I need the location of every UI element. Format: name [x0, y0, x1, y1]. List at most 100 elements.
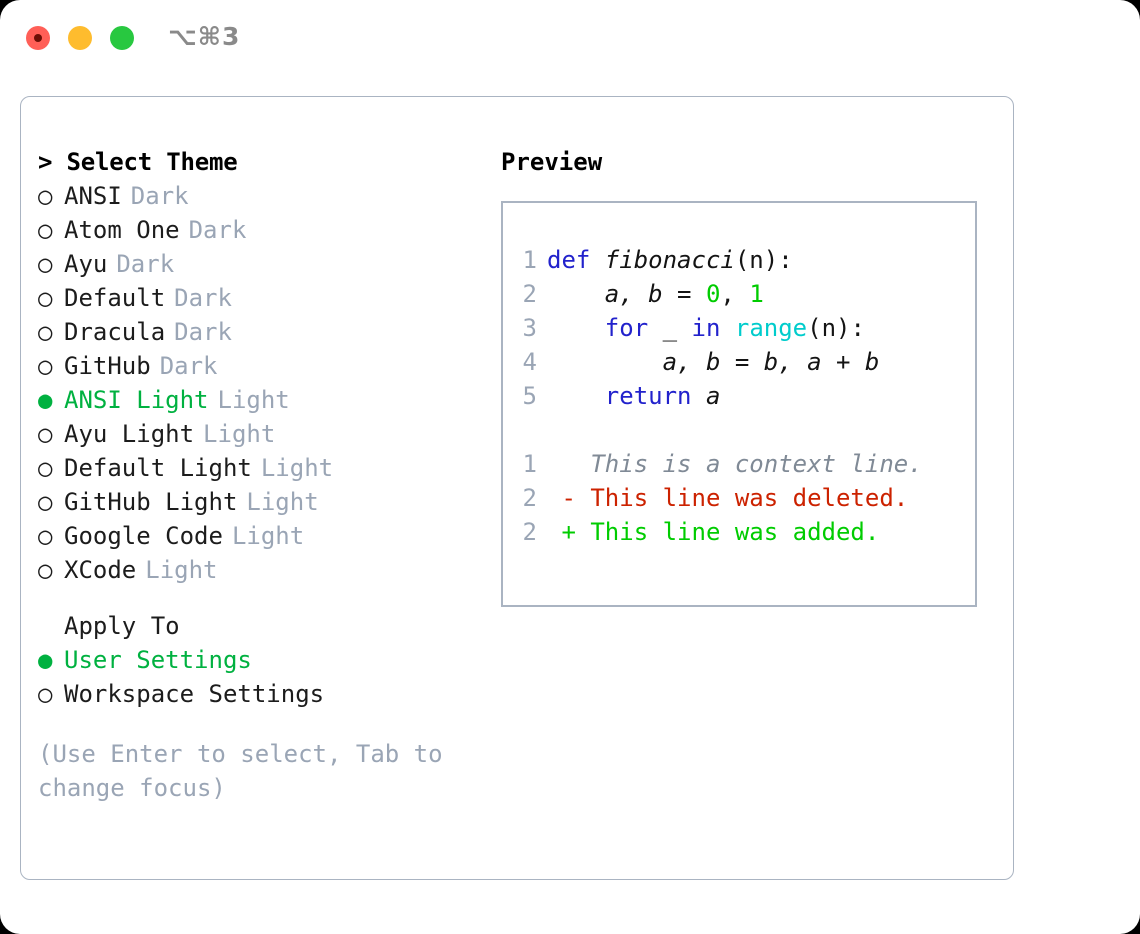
theme-name-label: Dracula — [64, 318, 166, 346]
diff-line: 2 + This line was added. — [503, 515, 975, 549]
theme-variant-badge: Light — [260, 454, 334, 482]
minimize-button[interactable] — [68, 26, 92, 50]
theme-list-item[interactable]: ○ GitHub Dark — [38, 349, 478, 383]
apply-to-list[interactable]: ●User Settings ○ Workspace Settings — [38, 643, 478, 711]
theme-name-label: Default — [64, 284, 166, 312]
theme-name-label: Default Light — [64, 454, 252, 482]
code-line-number: 3 — [522, 314, 537, 342]
code-token: 0 — [705, 280, 721, 308]
keyboard-hint-text: (Use Enter to select, Tab to change focu… — [38, 740, 458, 802]
radio-selected-icon: ● — [38, 386, 53, 414]
code-token: a — [691, 382, 721, 410]
diff-sample: 1 This is a context line. 2 - This line w… — [503, 447, 975, 549]
theme-variant-badge: Light — [246, 488, 319, 516]
code-line: 1 def fibonacci(n): — [503, 243, 975, 277]
code-line-number: 5 — [522, 382, 537, 410]
code-token: def — [547, 246, 605, 274]
window-titlebar: ⌥⌘3 — [0, 0, 1140, 78]
theme-variant-badge: Light — [231, 522, 305, 550]
theme-variant-badge: Dark — [130, 182, 189, 210]
preview-heading: Preview — [501, 148, 603, 176]
radio-unselected-icon: ○ — [38, 318, 53, 346]
code-token: (n): — [807, 314, 865, 342]
diff-line-text: This is a context line. — [547, 450, 923, 478]
code-line-text: return a — [547, 379, 721, 413]
window-controls — [26, 26, 134, 50]
apply-to-option[interactable]: ●User Settings — [38, 643, 478, 677]
code-line-text: for _ in range(n): — [547, 311, 865, 345]
apply-to-section: Apply To ●User Settings ○ Workspace Settin… — [38, 609, 478, 711]
apply-to-label: Workspace Settings — [64, 680, 325, 708]
radio-unselected-icon: ○ — [38, 488, 53, 516]
code-line: 2 a, b = 0, 1 — [503, 277, 975, 311]
radio-unselected-icon: ○ — [38, 420, 53, 448]
code-token: fibonacci — [604, 246, 735, 274]
radio-unselected-icon: ○ — [38, 284, 53, 312]
diff-line-number: 1 — [522, 450, 537, 478]
radio-unselected-icon: ○ — [38, 522, 53, 550]
theme-name-label: ANSI — [64, 182, 122, 210]
code-token: (n): — [734, 246, 793, 274]
theme-list-item[interactable]: ○ Default Light Light — [38, 451, 478, 485]
theme-list-item[interactable]: ○ Ayu Light Light — [38, 417, 478, 451]
diff-line: 1 This is a context line. — [503, 447, 975, 481]
theme-name-label: Ayu Light — [64, 420, 195, 448]
code-token: 1 — [749, 280, 764, 308]
code-token: , — [720, 280, 750, 308]
theme-list-item[interactable]: ○ Dracula Dark — [38, 315, 478, 349]
radio-unselected-icon: ○ — [38, 216, 53, 244]
code-line: 4 a, b = b, a + b — [503, 345, 975, 379]
diff-line-text: - This line was deleted. — [547, 484, 909, 512]
radio-unselected-icon: ○ — [38, 454, 53, 482]
code-line-text: def fibonacci(n): — [547, 243, 793, 277]
diff-line-number: 2 — [522, 484, 537, 512]
code-token: for — [604, 314, 649, 342]
theme-variant-badge: Light — [203, 420, 276, 448]
keyboard-shortcut-label: ⌥⌘3 — [168, 22, 241, 51]
code-line-text: a, b = b, a + b — [547, 345, 880, 379]
apply-to-option[interactable]: ○ Workspace Settings — [38, 677, 478, 711]
apply-to-heading: Apply To — [64, 612, 180, 640]
theme-variant-badge: Light — [145, 556, 218, 584]
code-line-text: a, b = 0, 1 — [547, 277, 764, 311]
radio-unselected-icon: ○ — [38, 680, 53, 708]
close-button[interactable] — [26, 26, 50, 50]
code-token: a, b = b, a + b — [547, 348, 880, 376]
theme-name-label: Atom One — [64, 216, 180, 244]
code-token: _ — [648, 314, 692, 342]
code-token: in — [691, 314, 721, 342]
code-diff-spacer — [503, 413, 975, 447]
code-line-number: 1 — [522, 246, 537, 274]
page-title: > Select Theme — [38, 148, 238, 176]
code-line-number: 4 — [522, 348, 537, 376]
theme-variant-badge: Dark — [174, 318, 232, 346]
theme-variant-badge: Dark — [159, 352, 218, 380]
code-token: return — [604, 382, 692, 410]
radio-unselected-icon: ○ — [38, 352, 53, 380]
theme-name-label: GitHub — [64, 352, 151, 380]
diff-line-number: 2 — [522, 518, 537, 546]
code-token: a, b = — [547, 280, 706, 308]
radio-selected-icon: ● — [38, 646, 53, 674]
code-token: range — [734, 314, 808, 342]
zoom-button[interactable] — [110, 26, 134, 50]
code-token — [720, 314, 734, 342]
code-line-number: 2 — [522, 280, 537, 308]
code-token — [547, 314, 605, 342]
diff-line-text: + This line was added. — [547, 518, 880, 546]
